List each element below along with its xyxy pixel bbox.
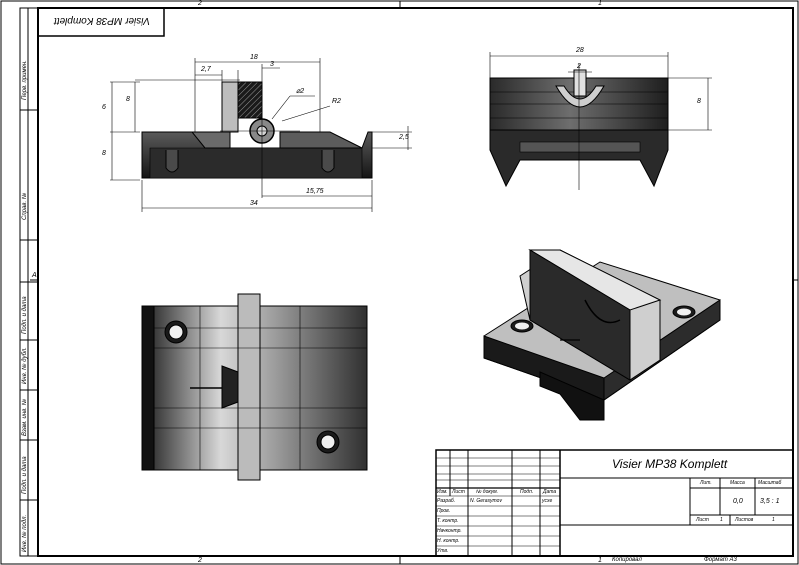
zone-label-bottom-right: 1 [598,557,602,564]
tb-header-izm: Изм. [437,489,448,495]
tb-date-value: уcxe [542,498,553,504]
dim-diameter-2: ⌀2 [296,88,305,95]
tb-row-n-control: Н. контр. [437,538,460,544]
dim-8-side: 8 [697,98,701,105]
dim-15-75: 15,75 [306,188,324,195]
tb-row-approved: Утв. [437,548,449,554]
dim-r2: R2 [332,98,341,105]
tb-sheets-label: Листов [735,517,754,523]
tb-row-t-control: Т. контр. [437,518,459,524]
dim-8-bottom: 8 [102,150,106,157]
strip-label-3: Подп. и дата [22,296,28,334]
tb-header-mass: Масса [730,480,745,486]
mirrored-title: Visier MP38 Komplett [54,15,150,26]
tb-sheet-value: 1 [720,517,723,523]
tb-header-scale: Масштаб [758,480,782,486]
tb-header-list: Лист [452,489,465,495]
tb-row-checked: Пров. [437,508,451,514]
tb-header-sign: Подп. [520,489,534,495]
strip-label-1: Перв. примен. [22,60,28,100]
tb-mass-value: 0,0 [733,498,743,505]
zone-label-top-right: 1 [598,0,602,7]
dim-2-7: 2,7 [201,66,211,73]
dim-8-top: 8 [126,96,130,103]
strip-label-7: Инв. № подл. [22,514,28,552]
side-dimensions [489,52,712,131]
tb-developer-name: N. Gerasymov [470,498,502,504]
dim-34: 34 [250,200,258,207]
zone-label-bottom-left: 2 [198,557,202,564]
top-view [141,293,368,481]
tb-scale-value: 3,5 : 1 [760,498,780,505]
dim-2-side: 2 [577,63,581,70]
strip-label-4: Инв. № дубл. [22,347,28,384]
title-block-grid [435,449,794,557]
isometric-view [483,249,721,421]
dim-3: 3 [270,61,274,68]
tb-sheet-label: Лист [696,517,709,523]
zone-label-top-left: 2 [198,0,202,7]
drawing-title: Visier MP38 Komplett [612,457,728,471]
dim-28: 28 [576,47,584,54]
tb-header-date: Дата [543,489,557,495]
front-dimensions [110,58,412,212]
strip-label-5: Взам. инв. № [22,398,28,436]
tb-header-doc-no: № докум. [476,489,499,495]
dim-6: 6 [102,104,106,111]
strip-label-2: Справ. № [22,192,28,220]
dim-2-5: 2,5 [399,134,409,141]
tb-header-lit: Лит. [700,480,712,486]
tb-row-head: Начконтр. [437,528,462,534]
sheet-format: Формат A3 [704,557,737,563]
strip-label-6: Подп. и дата [22,456,28,494]
zone-label-side-a: A [32,272,37,279]
dim-18: 18 [250,54,258,61]
tb-row-developed: Разраб. [437,498,456,504]
tb-sheets-value: 1 [772,517,775,523]
copied-label: Копировал [612,557,642,563]
side-view [489,64,669,190]
front-view [141,81,373,198]
